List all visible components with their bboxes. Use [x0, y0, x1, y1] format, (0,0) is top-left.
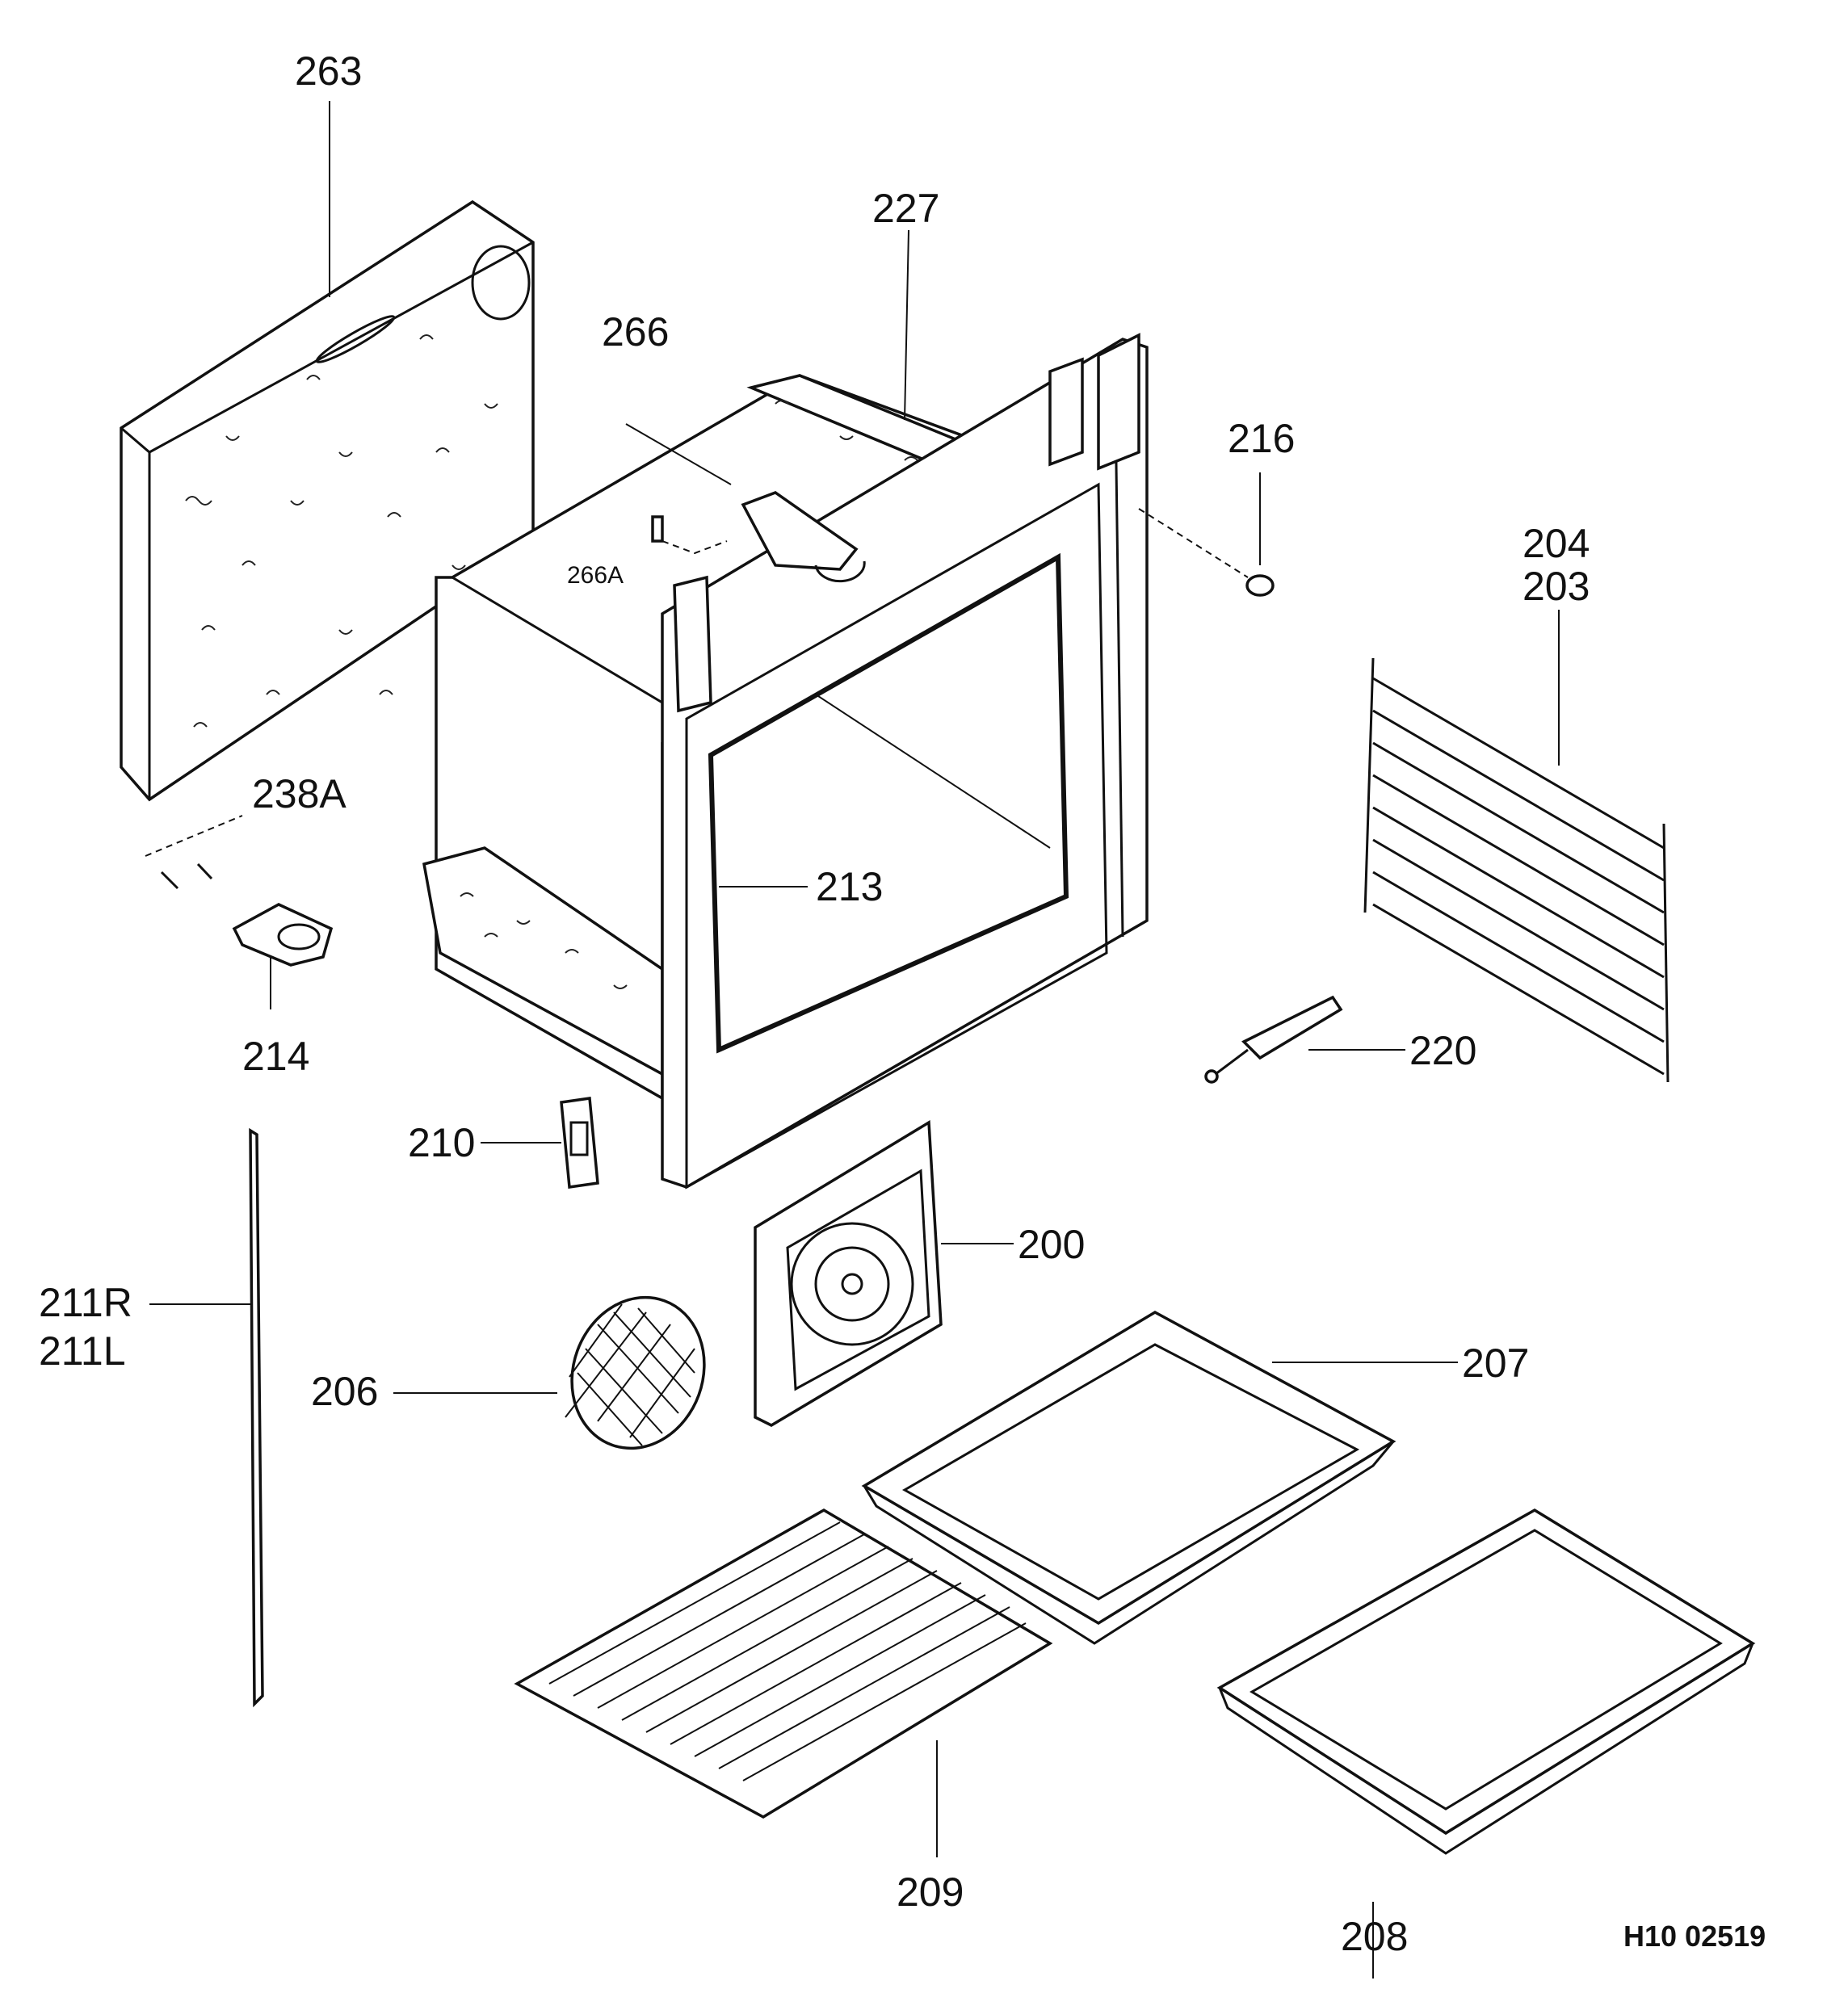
part-213-window-seal	[708, 552, 1069, 1054]
part-209-shelf-grid	[514, 1508, 1053, 1819]
part-266-bracket	[741, 491, 866, 583]
callout-220: 220	[1409, 1028, 1476, 1073]
cavity-hinge-brackets	[673, 333, 1140, 713]
part-211-side-runner	[249, 1127, 264, 1708]
callout-208: 208	[1341, 1914, 1408, 1959]
part-200-fan-housing	[754, 1120, 943, 1427]
part-207-deep-tray	[861, 1310, 1396, 1645]
callout-203: 203	[1522, 564, 1590, 609]
callout-206: 206	[311, 1369, 378, 1414]
part-214-lamp-holder	[232, 903, 334, 967]
callout-200: 200	[1018, 1222, 1085, 1267]
callout-207: 207	[1462, 1341, 1529, 1386]
part-266a-screw	[651, 515, 728, 555]
drawing-code: H10 02519	[1623, 1920, 1766, 1953]
callout-214: 214	[242, 1034, 309, 1079]
leader-lines	[149, 101, 1560, 1979]
part-216-screw	[1138, 508, 1275, 597]
part-238a-screws	[145, 815, 243, 890]
callout-263: 263	[295, 48, 362, 94]
callout-211r: 211R	[39, 1280, 132, 1325]
part-206-fan-guard	[565, 1295, 706, 1450]
part-220-thermostat-probe	[1204, 995, 1343, 1084]
callout-204: 204	[1522, 521, 1590, 566]
callout-209: 209	[897, 1869, 964, 1915]
callout-213: 213	[816, 864, 883, 909]
callout-210: 210	[408, 1120, 475, 1165]
callout-227: 227	[872, 186, 939, 231]
part-210-door-switch	[560, 1097, 599, 1189]
part-204-203-shelf-runners	[1363, 657, 1670, 1083]
part-208-shallow-tray	[1216, 1508, 1756, 1855]
callout-216: 216	[1228, 416, 1295, 461]
callout-labels: 263 227 266 266A 216 204 203 238A 213 21…	[39, 48, 1766, 1959]
part-263-insulation-panel	[120, 199, 535, 802]
callout-211l: 211L	[39, 1328, 126, 1374]
callout-266: 266	[602, 309, 669, 355]
callout-238a: 238A	[252, 771, 346, 816]
callout-266a: 266A	[567, 562, 624, 589]
